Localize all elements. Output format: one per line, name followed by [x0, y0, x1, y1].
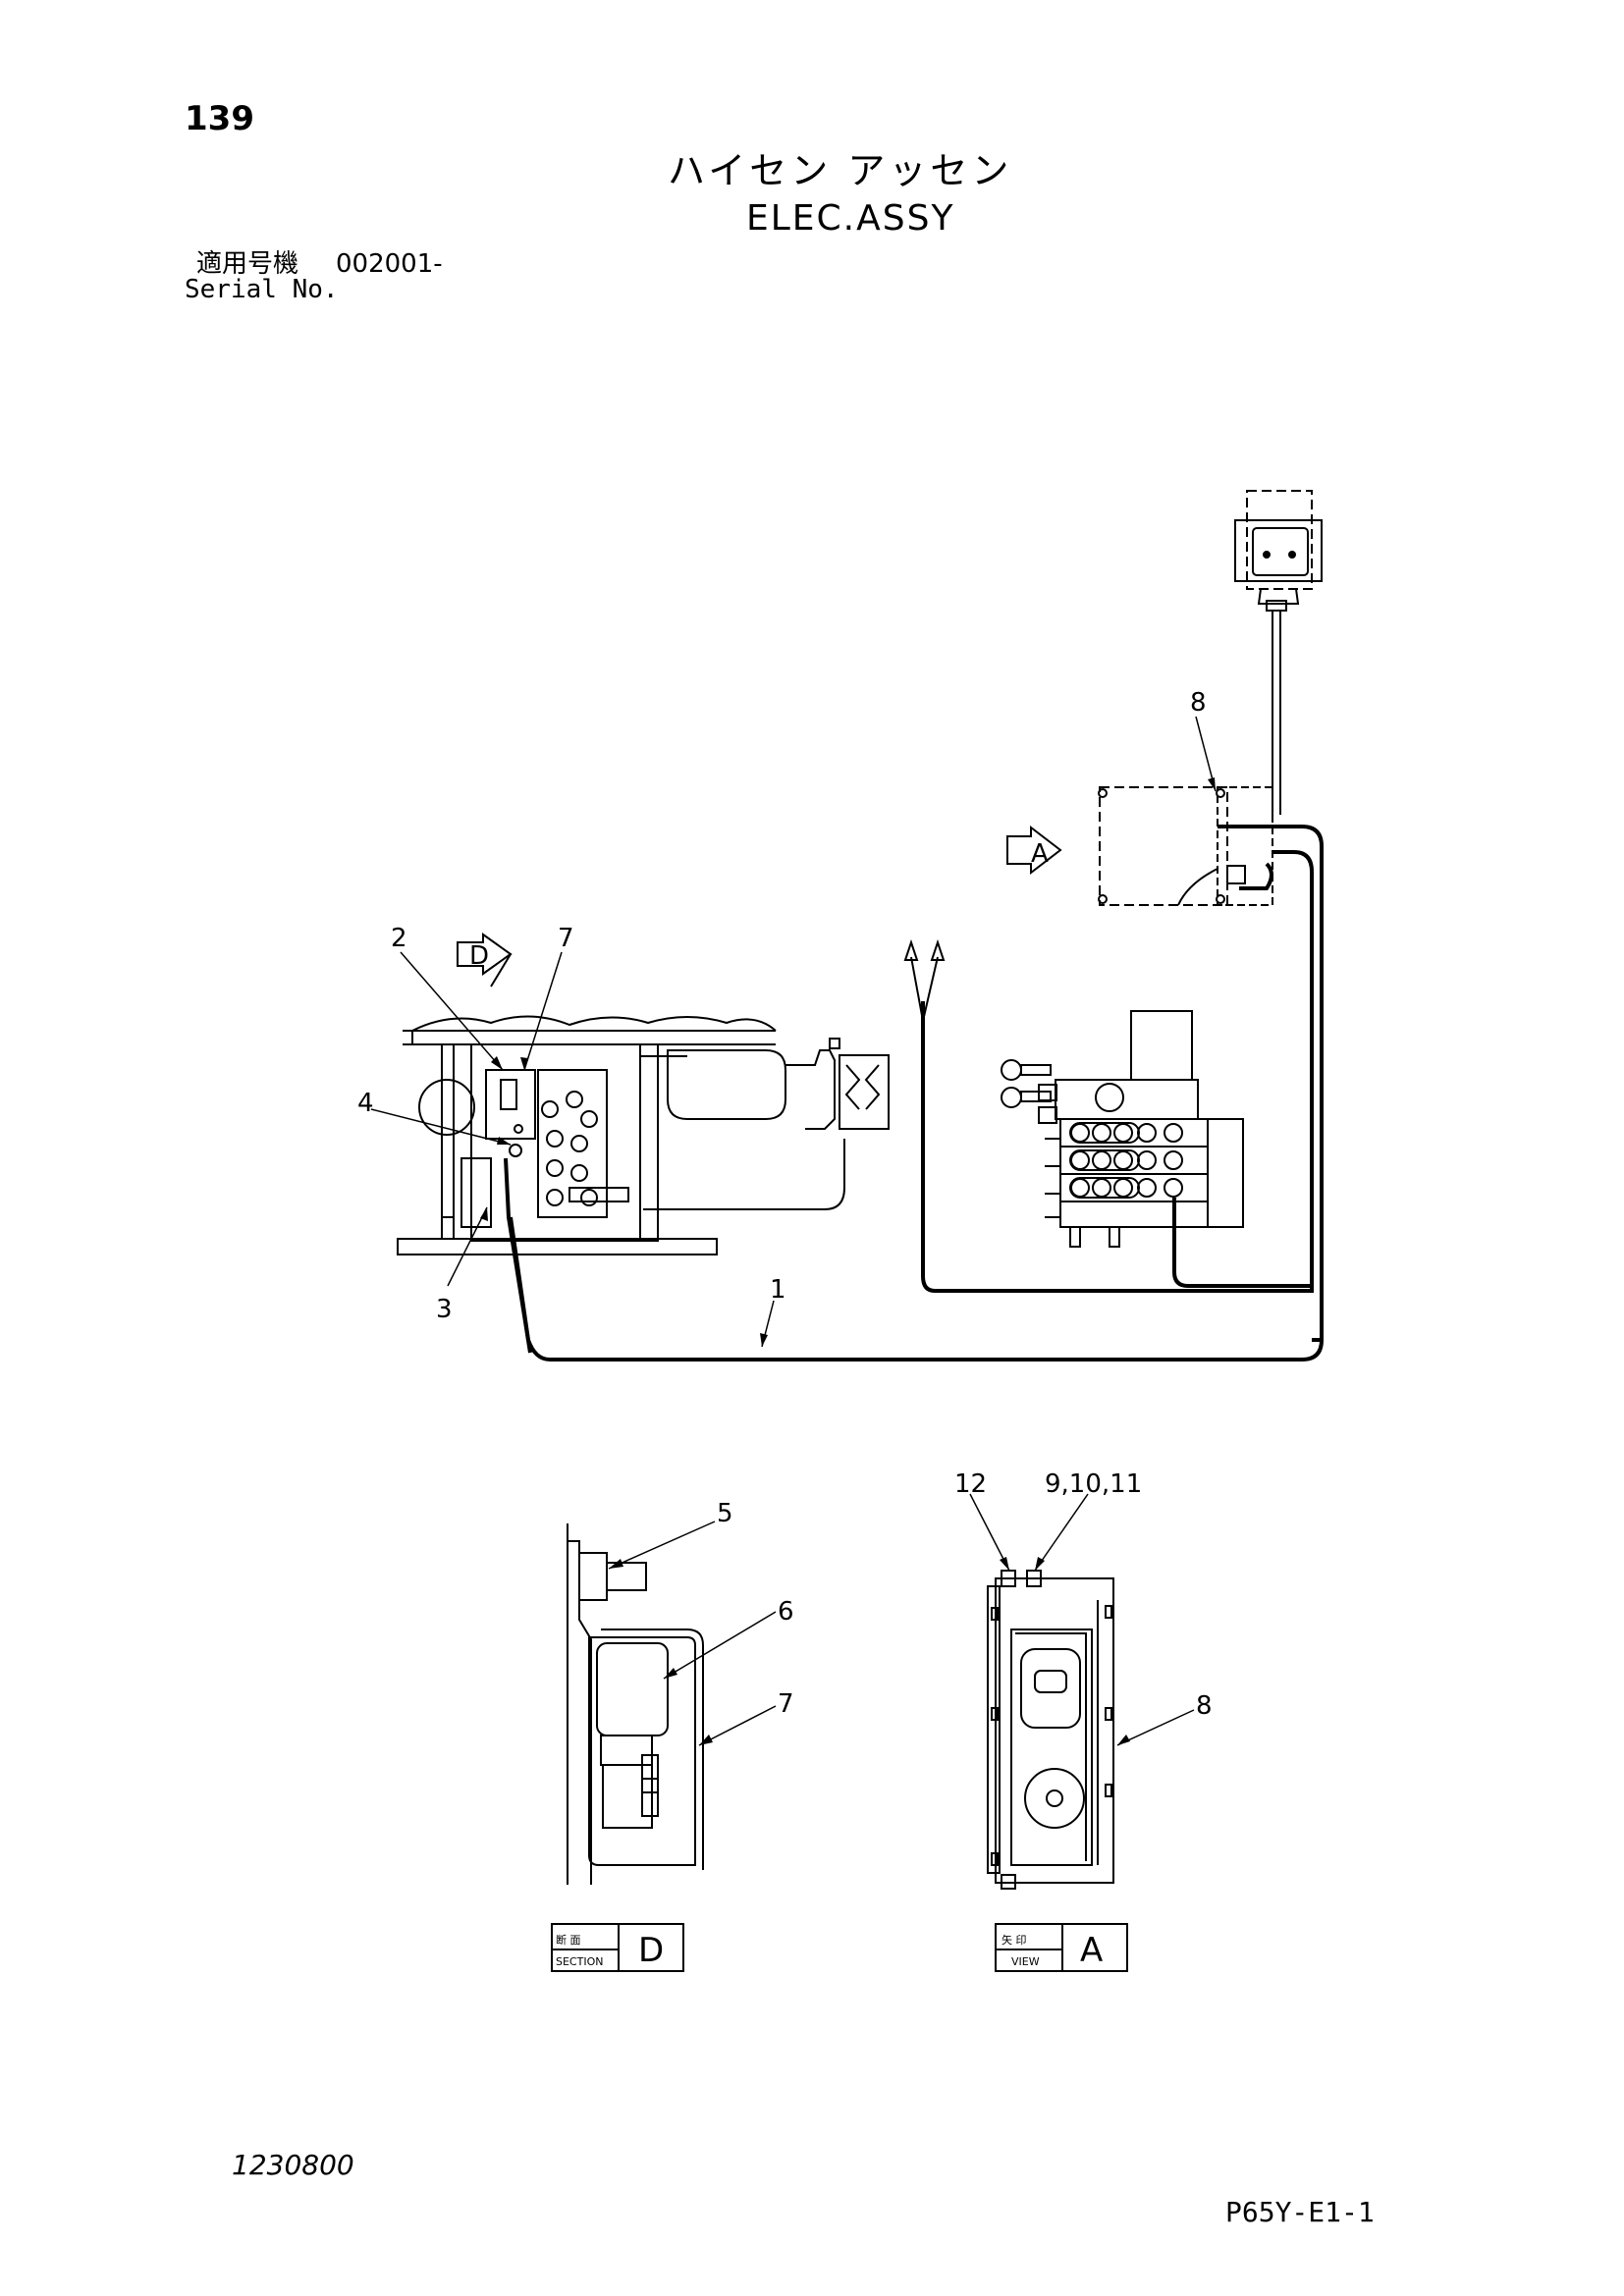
- controller-box: [1098, 786, 1273, 906]
- callout-8-main: 8: [1190, 688, 1207, 718]
- serial-label-japanese: 適用号機: [196, 249, 299, 279]
- callout-7-section: 7: [778, 1689, 794, 1719]
- view-label-en: VIEW: [1011, 1955, 1040, 1968]
- page-code: P65Y-E1-1: [1225, 2196, 1375, 2228]
- drawing-number: 1230800: [232, 2149, 354, 2181]
- view-a-arrow: [1006, 825, 1062, 876]
- leader-arrowheads: [480, 777, 1216, 1347]
- monitor-unit: [1234, 490, 1323, 815]
- title-japanese: ハイセン アッセン: [668, 149, 1013, 192]
- callout-8-view: 8: [1196, 1691, 1213, 1721]
- signal-wires: [903, 938, 946, 1022]
- page-number: 139: [185, 99, 254, 138]
- serial-label-english: Serial No.: [185, 275, 339, 304]
- callout-1: 1: [770, 1275, 786, 1305]
- control-valve: [1001, 1010, 1244, 1248]
- serial-value: 002001-: [336, 249, 443, 279]
- section-d-detail: [567, 1523, 704, 1885]
- callout-6: 6: [778, 1597, 794, 1627]
- callout-2: 2: [391, 924, 407, 953]
- section-label-letter: D: [638, 1931, 664, 1970]
- title-english: ELEC.ASSY: [746, 198, 955, 239]
- callout-9-10-11: 9,10,11: [1045, 1469, 1142, 1499]
- view-a-leaders: [969, 1493, 1195, 1746]
- machine-frame: [397, 1015, 890, 1255]
- callout-7-main: 7: [558, 924, 574, 953]
- section-d-leaders: [608, 1521, 777, 1746]
- callout-3: 3: [436, 1295, 453, 1324]
- section-d-letter: D: [469, 941, 489, 971]
- callout-5: 5: [717, 1499, 733, 1528]
- callout-4: 4: [357, 1089, 374, 1118]
- view-label-letter: A: [1080, 1931, 1103, 1970]
- view-a-detail: [987, 1570, 1114, 1890]
- section-d-arrow: [457, 933, 513, 988]
- view-a-label-box: [995, 1923, 1128, 1972]
- callout-12: 12: [954, 1469, 987, 1499]
- section-label-en: SECTION: [556, 1955, 603, 1968]
- section-label-jp: 断 面: [556, 1933, 581, 1947]
- harness: [504, 825, 1324, 1362]
- view-a-letter: A: [1031, 839, 1049, 869]
- section-d-label-box: [551, 1923, 684, 1972]
- view-label-jp: 矢 印: [1001, 1933, 1027, 1947]
